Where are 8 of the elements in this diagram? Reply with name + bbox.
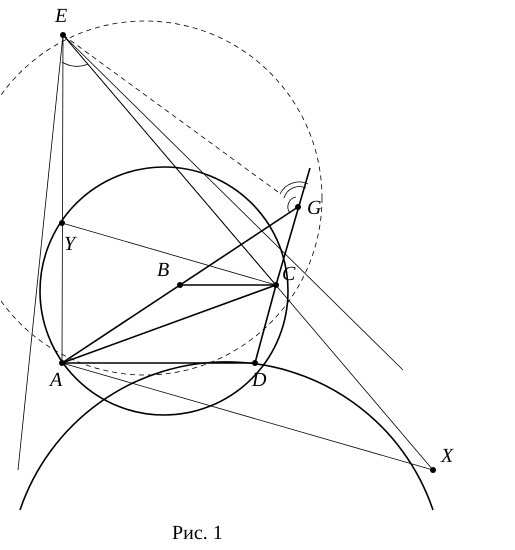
point-label: B (157, 260, 170, 280)
figure-caption: Рис. 1 (172, 522, 223, 544)
point-label: A (50, 370, 62, 390)
point-label: E (55, 6, 68, 26)
point-label: G (307, 198, 322, 218)
point-label: D (252, 370, 266, 390)
point-label: Y (64, 234, 76, 254)
point-label: X (441, 446, 454, 466)
